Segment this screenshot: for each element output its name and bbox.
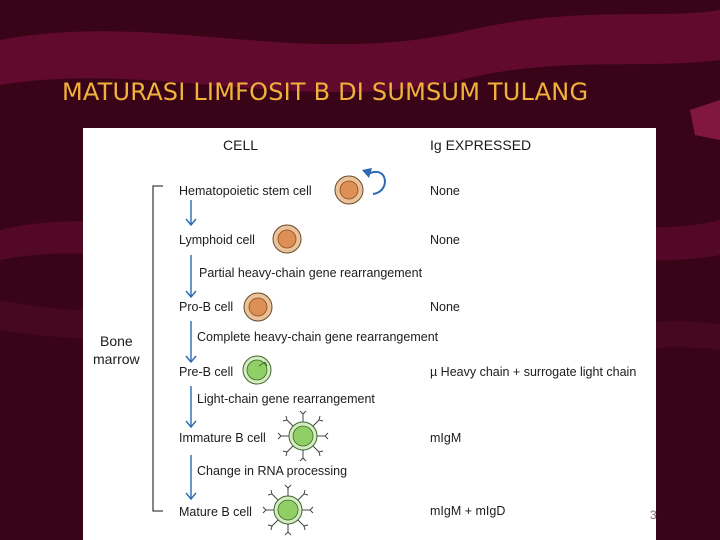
ig-expressed-value: None	[430, 300, 460, 314]
diagram-graphics	[152, 168, 386, 536]
arrow-1	[185, 200, 197, 227]
ig-expressed-value: mIgM	[430, 431, 462, 445]
receptors-mature	[262, 484, 314, 536]
bone-marrow-label: Bone marrow	[93, 332, 140, 368]
diagram-panel: CELL Ig EXPRESSED	[83, 128, 656, 540]
cell-pre-b	[242, 355, 272, 385]
arrow-3	[185, 321, 197, 364]
step-label: Light-chain gene rearrangement	[197, 392, 375, 406]
cell-name: Mature B cell	[179, 505, 252, 519]
step-label: Partial heavy-chain gene rearrangement	[199, 266, 423, 280]
step-label: Change in RNA processing	[197, 464, 348, 478]
step-label: Complete heavy-chain gene rearrangement	[197, 330, 439, 344]
cell-name: Hematopoietic stem cell	[179, 184, 312, 198]
arrow-5	[185, 455, 197, 501]
bone-marrow-label-line2: marrow	[93, 351, 140, 367]
receptors-immature	[277, 410, 329, 462]
cell-hematopoietic-stem	[334, 175, 364, 205]
bone-marrow-bracket	[152, 185, 163, 512]
ig-expressed-value: None	[430, 184, 460, 198]
arrow-2	[185, 255, 197, 299]
header-cell: CELL	[223, 137, 259, 153]
bone-marrow-label-line1: Bone	[99, 333, 133, 349]
self-renewal-arrowhead	[362, 168, 372, 178]
arrow-4	[185, 386, 197, 429]
cell-name: Lymphoid cell	[179, 233, 255, 247]
ig-expressed-value: mIgM + mIgD	[430, 504, 506, 518]
slide-title: MATURASI LIMFOSIT B DI SUMSUM TULANG	[62, 78, 589, 106]
progression-arrows	[185, 200, 197, 501]
cell-name: Immature B cell	[179, 431, 266, 445]
cell-lymphoid	[272, 224, 302, 254]
ig-expressed-value: µ Heavy chain + surrogate light chain	[430, 365, 637, 379]
cell-pro-b	[243, 292, 273, 322]
slide-number: 3	[650, 508, 657, 522]
cell-mature-b	[262, 484, 314, 536]
cell-name: Pre-B cell	[179, 365, 234, 379]
self-renewal-arrow	[367, 170, 386, 195]
cell-immature-b	[277, 410, 329, 462]
cell-name: Pro-B cell	[179, 300, 234, 314]
ig-expressed-value: None	[430, 233, 460, 247]
header-ig-expressed: Ig EXPRESSED	[430, 137, 532, 153]
